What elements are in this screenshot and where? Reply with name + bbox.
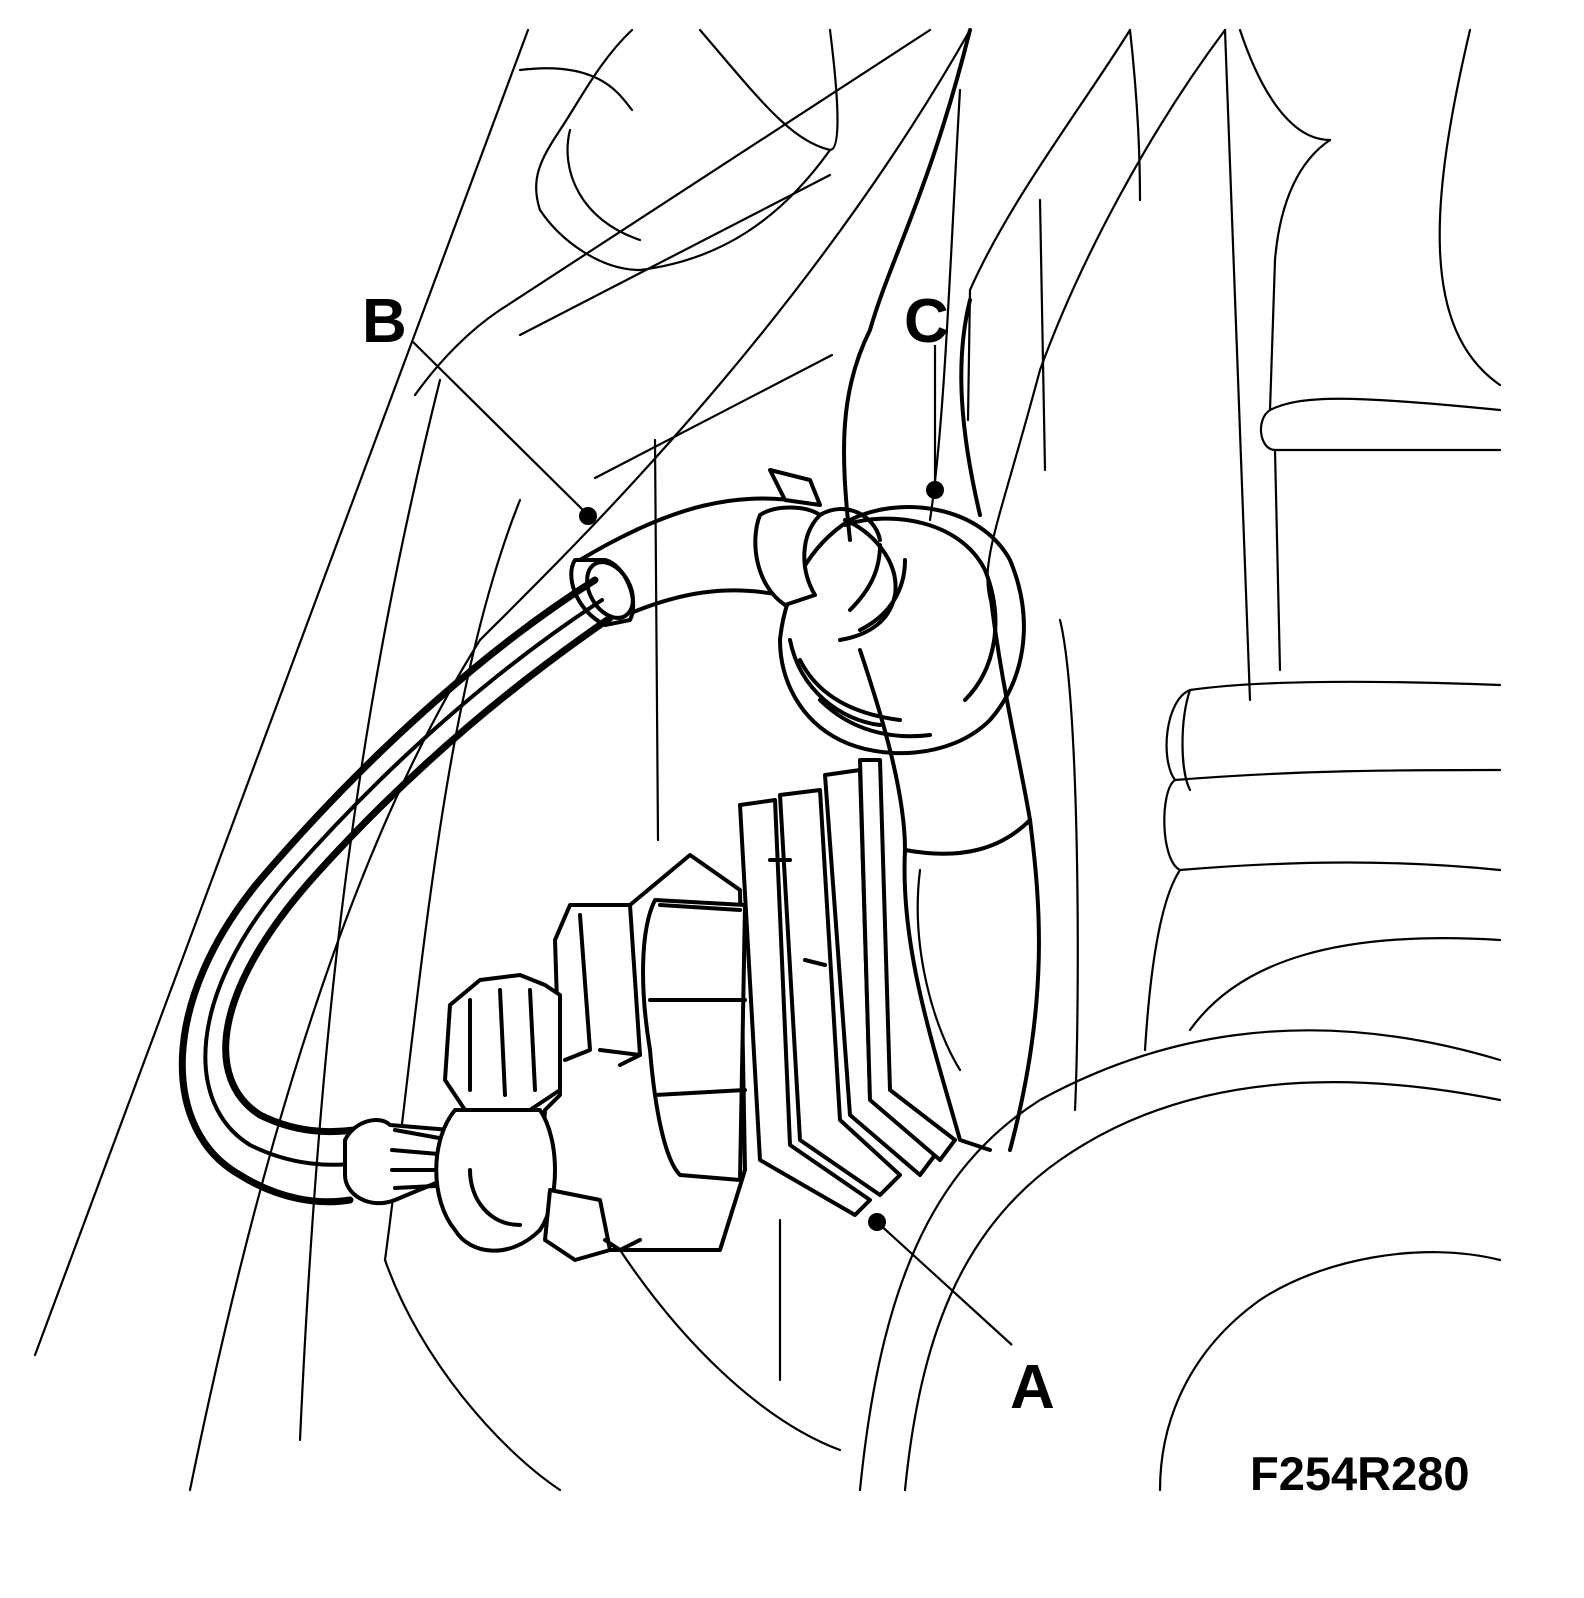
- callout-a-label: A: [1010, 1353, 1055, 1422]
- cable-loop: [178, 468, 882, 1206]
- callout-c-dot: [926, 481, 944, 499]
- callout-c: C: [904, 287, 949, 499]
- callout-b-label: B: [362, 287, 407, 356]
- connector-body: [434, 758, 957, 1262]
- rubber-grommet: [778, 505, 1026, 756]
- callout-b-dot: [579, 507, 597, 525]
- callout-b: B: [362, 287, 597, 525]
- callout-c-label: C: [904, 287, 949, 356]
- background-structure: [33, 28, 1502, 1492]
- figure-id: F254R280: [1250, 1447, 1470, 1500]
- callout-a: A: [868, 1213, 1055, 1422]
- callout-a-dot: [868, 1213, 886, 1231]
